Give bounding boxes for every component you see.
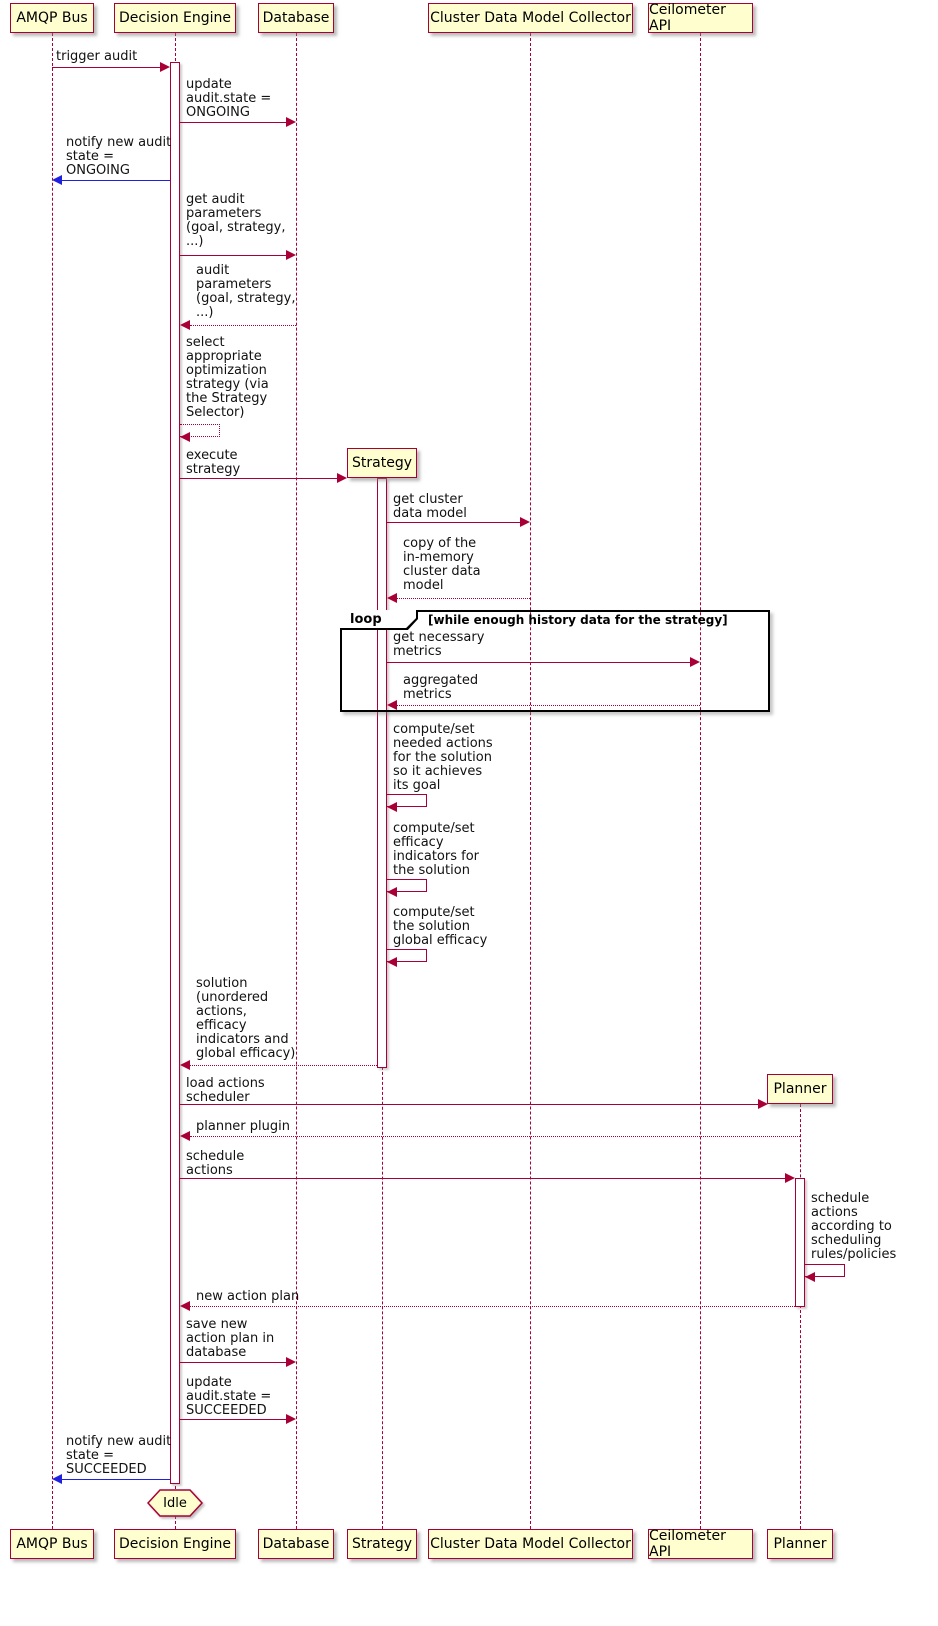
- arrowhead-get-audit-parameters: [286, 250, 296, 260]
- msg-compute-needed-actions: compute/set needed actions for the solut…: [393, 722, 493, 793]
- participant-created-planner: Planner: [767, 1074, 833, 1104]
- participant-bottom-decision-engine: Decision Engine: [114, 1529, 236, 1559]
- activation-strategy: [377, 478, 387, 1068]
- loop-header: loop: [340, 610, 418, 630]
- lifeline-database: [296, 33, 297, 1529]
- participant-top-database: Database: [258, 3, 334, 33]
- line-get-audit-parameters: [180, 255, 286, 256]
- msg-load-actions-scheduler: load actions scheduler: [186, 1076, 265, 1105]
- arrowhead-compute-needed-actions: [387, 802, 397, 812]
- arrowhead-audit-parameters-return: [180, 320, 190, 330]
- activation-decision-engine: [170, 62, 180, 1484]
- line-trigger-audit: [52, 67, 160, 68]
- msg-select-strategy: select appropriate optimization strategy…: [186, 335, 269, 420]
- line-solution-return: [190, 1065, 377, 1066]
- participant-bottom-amqp-bus: AMQP Bus: [10, 1529, 94, 1559]
- arrowhead-solution-return: [180, 1060, 190, 1070]
- loop-frame: [340, 610, 770, 712]
- line-update-state-succeeded: [180, 1419, 286, 1420]
- arrowhead-planner-plugin: [180, 1131, 190, 1141]
- participant-bottom-database: Database: [258, 1529, 334, 1559]
- arrowhead-load-actions-scheduler: [758, 1099, 768, 1109]
- loop-condition: [while enough history data for the strat…: [428, 613, 728, 627]
- participant-top-ceilometer-api: Ceilometer API: [648, 2, 753, 34]
- msg-get-necessary-metrics: get necessary metrics: [393, 630, 485, 659]
- selfline-compute-global-efficacy: [387, 949, 427, 962]
- idle-state-label: Idle: [163, 1495, 187, 1511]
- participant-bottom-ceilometer-api: Ceilometer API: [648, 1528, 753, 1560]
- line-new-action-plan: [190, 1306, 795, 1307]
- arrowhead-get-cluster-data-model: [520, 517, 530, 527]
- participant-created-strategy: Strategy: [347, 448, 417, 478]
- arrowhead-schedule-actions: [785, 1173, 795, 1183]
- participant-bottom-cluster-collector: Cluster Data Model Collector: [428, 1529, 633, 1559]
- msg-execute-strategy: execute strategy: [186, 448, 241, 477]
- msg-save-action-plan: save new action plan in database: [186, 1317, 275, 1360]
- lifeline-planner: [800, 1104, 801, 1529]
- arrowhead-save-action-plan: [286, 1357, 296, 1367]
- arrowhead-execute-strategy: [337, 473, 347, 483]
- line-notify-succeeded: [62, 1479, 170, 1480]
- lifeline-amqp-bus: [52, 33, 53, 1529]
- line-execute-strategy: [180, 478, 337, 479]
- lifeline-ceilometer-api: [700, 33, 701, 1529]
- arrowhead-aggregated-metrics: [387, 700, 397, 710]
- arrowhead-new-action-plan: [180, 1301, 190, 1311]
- msg-planner-plugin: planner plugin: [196, 1119, 290, 1134]
- arrowhead-trigger-audit: [160, 62, 170, 72]
- selfline-compute-efficacy-indicators: [387, 879, 427, 892]
- line-planner-plugin: [190, 1136, 800, 1137]
- arrowhead-update-state-ongoing: [286, 117, 296, 127]
- selfline-compute-needed-actions: [387, 794, 427, 807]
- msg-solution-return: solution (unordered actions, efficacy in…: [196, 976, 296, 1061]
- msg-update-state-ongoing: update audit.state = ONGOING: [186, 77, 272, 120]
- loop-keyword: loop: [340, 610, 416, 628]
- participant-bottom-planner: Planner: [767, 1529, 833, 1559]
- msg-notify-succeeded: notify new audit state = SUCCEEDED: [66, 1434, 172, 1477]
- arrowhead-get-necessary-metrics: [690, 657, 700, 667]
- line-get-necessary-metrics: [387, 662, 690, 663]
- arrowhead-schedule-according-rules: [805, 1272, 815, 1282]
- arrowhead-compute-global-efficacy: [387, 957, 397, 967]
- line-update-state-ongoing: [180, 122, 286, 123]
- line-cluster-model-copy: [397, 598, 530, 599]
- line-load-actions-scheduler: [180, 1104, 758, 1105]
- msg-trigger-audit: trigger audit: [56, 49, 138, 64]
- msg-aggregated-metrics: aggregated metrics: [403, 673, 479, 702]
- msg-cluster-model-copy: copy of the in-memory cluster data model: [403, 536, 481, 593]
- msg-update-state-succeeded: update audit.state = SUCCEEDED: [186, 1375, 272, 1418]
- arrowhead-notify-succeeded: [52, 1474, 62, 1484]
- lifeline-cluster-collector: [530, 33, 531, 1529]
- line-audit-parameters-return: [190, 325, 296, 326]
- arrowhead-notify-ongoing: [52, 175, 62, 185]
- selfline-select-strategy: [180, 424, 220, 437]
- arrowhead-cluster-model-copy: [387, 593, 397, 603]
- participant-top-amqp-bus: AMQP Bus: [10, 3, 94, 33]
- participant-top-cluster-collector: Cluster Data Model Collector: [428, 3, 633, 33]
- line-notify-ongoing: [62, 180, 170, 181]
- arrowhead-select-strategy: [180, 432, 190, 442]
- line-save-action-plan: [180, 1362, 286, 1363]
- activation-planner: [795, 1178, 805, 1307]
- msg-compute-global-efficacy: compute/set the solution global efficacy: [393, 905, 488, 948]
- msg-audit-parameters-return: audit parameters (goal, strategy, ...): [196, 263, 296, 320]
- line-schedule-actions: [180, 1178, 785, 1179]
- line-aggregated-metrics: [397, 705, 700, 706]
- arrowhead-update-state-succeeded: [286, 1414, 296, 1424]
- msg-get-cluster-data-model: get cluster data model: [393, 492, 467, 521]
- line-get-cluster-data-model: [387, 522, 520, 523]
- participant-top-decision-engine: Decision Engine: [114, 3, 236, 33]
- participant-bottom-strategy: Strategy: [347, 1529, 417, 1559]
- msg-schedule-actions: schedule actions: [186, 1149, 245, 1178]
- msg-schedule-according-rules: schedule actions according to scheduling…: [811, 1191, 897, 1262]
- msg-get-audit-parameters: get audit parameters (goal, strategy, ..…: [186, 192, 286, 249]
- msg-notify-ongoing: notify new audit state = ONGOING: [66, 135, 172, 178]
- selfline-schedule-according-rules: [805, 1264, 845, 1277]
- idle-state-hexagon: [147, 1489, 203, 1517]
- arrowhead-compute-efficacy-indicators: [387, 887, 397, 897]
- msg-compute-efficacy-indicators: compute/set efficacy indicators for the …: [393, 821, 480, 878]
- msg-new-action-plan: new action plan: [196, 1289, 300, 1304]
